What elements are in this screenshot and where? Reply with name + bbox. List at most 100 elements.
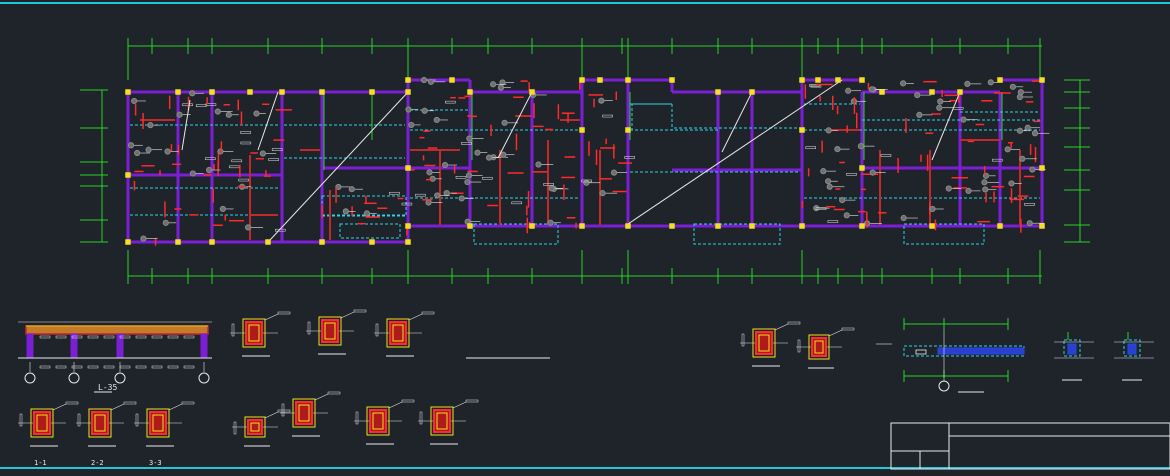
annotation-text-stub <box>77 413 81 427</box>
rebar-tag-circle <box>427 78 435 85</box>
structural-column <box>125 239 131 245</box>
slab-outline <box>473 223 559 245</box>
rebar-tag-circle <box>820 168 827 175</box>
rebar-tag-circle <box>964 80 971 87</box>
leader-line <box>314 393 329 401</box>
stirrup <box>324 322 336 340</box>
section-outline <box>386 318 410 348</box>
rebar-tag-circle <box>500 151 507 158</box>
annotation-text-stub <box>151 365 163 369</box>
rebar-tag-circle <box>464 178 471 186</box>
detail-section-e <box>280 391 341 437</box>
label-stub <box>815 207 827 210</box>
stirrup <box>250 422 260 432</box>
stirrup <box>758 334 770 352</box>
structural-column <box>247 89 253 95</box>
annotation-text-stub <box>181 401 195 405</box>
leader-line <box>828 329 843 337</box>
annotation-text-stub <box>353 309 367 313</box>
leader-line <box>774 323 789 331</box>
section-concrete <box>33 411 51 435</box>
title-block-frame <box>890 422 1170 470</box>
rebar-tag-circle <box>244 224 252 231</box>
rebar-tag-circle <box>535 161 542 168</box>
joint-detail <box>1114 332 1154 381</box>
structural-column <box>125 89 131 95</box>
structural-column <box>625 223 631 229</box>
structural-column <box>405 223 411 229</box>
detail-section-i <box>796 327 855 369</box>
rebar-tag-circle <box>335 183 342 191</box>
axis-bubble <box>24 372 36 384</box>
rebar-tag-circle <box>987 79 994 86</box>
rebar-tag-circle <box>960 116 967 123</box>
rebar-tag-circle <box>474 149 481 156</box>
label-stub <box>445 100 456 104</box>
rebar-tag-circle <box>225 111 232 118</box>
label-stub <box>461 142 472 145</box>
annotation-text-stub <box>465 399 479 403</box>
structural-column <box>529 89 535 95</box>
section-concrete <box>389 321 407 345</box>
rebar-tag-circle <box>499 79 506 86</box>
label-stub <box>271 148 283 151</box>
stirrup <box>94 414 106 432</box>
annotation-text-stub <box>841 327 855 331</box>
structural-column <box>859 165 865 171</box>
slab-outline <box>693 223 781 245</box>
annotation-text-stub <box>421 311 435 315</box>
detail-section-g <box>418 399 479 445</box>
rebar-tag-circle <box>982 186 989 193</box>
annotation-text-stub <box>135 335 147 339</box>
rebar-tag-circle <box>945 185 952 192</box>
annotation-text-stub <box>39 365 51 369</box>
label-stub <box>240 131 251 134</box>
rebar-tag-circle <box>899 80 907 87</box>
rebar-tag-circle <box>929 205 936 213</box>
rebar-tag-circle <box>845 87 852 94</box>
label-stub <box>511 201 522 205</box>
structural-column <box>929 223 935 229</box>
label-stub <box>182 103 193 107</box>
annotation-text-stub <box>39 335 51 339</box>
joint-outline <box>1123 339 1141 357</box>
label-stub <box>952 107 964 110</box>
label-stub <box>240 141 252 145</box>
structural-column <box>957 89 963 95</box>
rebar-tag-circle <box>176 111 183 118</box>
detail-section-2 <box>76 401 137 447</box>
rebar-tag-circle <box>916 111 923 118</box>
section-outline <box>30 408 54 438</box>
annotation-text-stub <box>87 335 99 339</box>
section-outline <box>430 406 454 436</box>
leader-line <box>168 403 183 411</box>
stirrup <box>392 324 404 342</box>
detail-section-3 <box>134 401 195 447</box>
rebar-tag-circle <box>839 197 846 204</box>
rebar-tag-circle <box>501 119 508 126</box>
structural-column <box>669 77 675 83</box>
label-stub <box>846 173 857 176</box>
rebar-tag-circle <box>598 97 605 104</box>
rebar-tag-circle <box>813 205 820 212</box>
slab-outline <box>903 223 985 245</box>
rebar-tag-circle <box>1024 124 1031 131</box>
section-outline <box>808 334 830 360</box>
rebar-tag-circle <box>583 179 590 186</box>
rebar-tag-circle <box>465 172 473 179</box>
stirrup <box>248 324 260 342</box>
diagonal-leader <box>721 91 753 153</box>
leader-line <box>340 311 355 319</box>
annotation-text-stub <box>183 335 195 339</box>
rebar-tag-circle <box>140 235 147 242</box>
rebar-tag-circle <box>834 146 841 153</box>
label-stub <box>992 158 1003 162</box>
annotation-text-stub <box>71 335 83 339</box>
structural-column <box>625 127 631 133</box>
rebar-tag-circle <box>1026 220 1033 227</box>
structural-column <box>669 223 675 229</box>
section-outline <box>752 328 776 358</box>
annotation-text-stub <box>401 399 415 403</box>
leader-line <box>264 411 279 419</box>
